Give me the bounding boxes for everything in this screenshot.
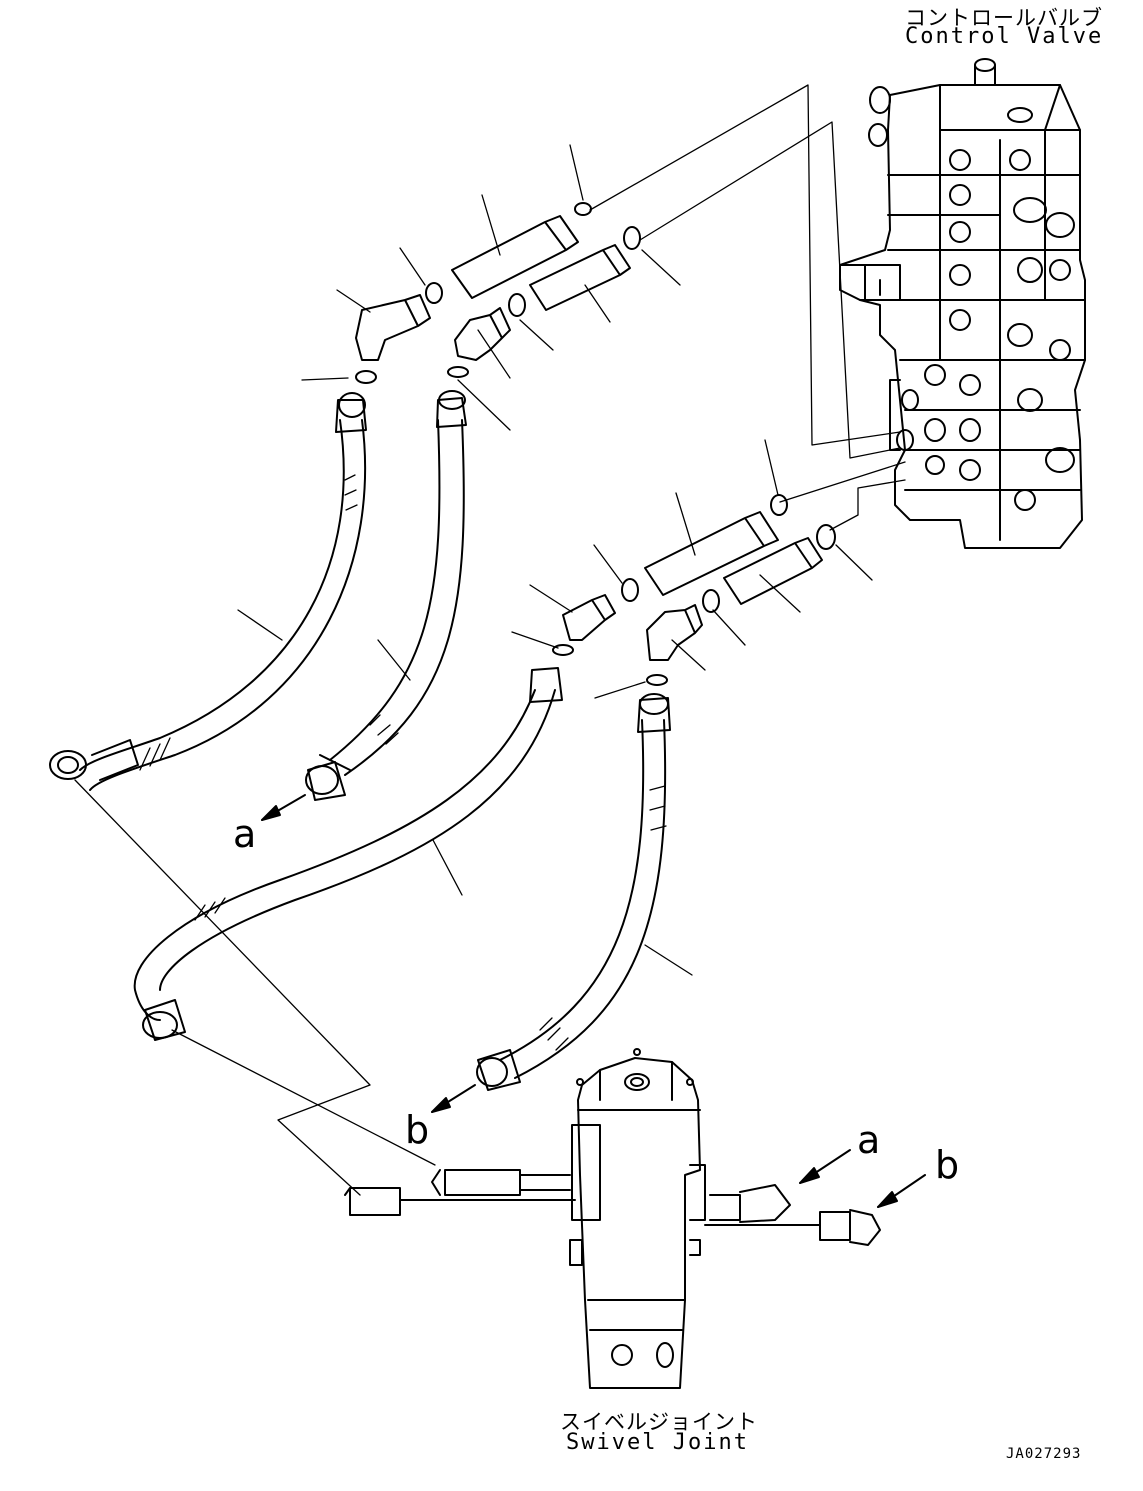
extension-pipe bbox=[451, 215, 579, 299]
extension-pipe bbox=[644, 511, 779, 596]
routing-lines bbox=[74, 779, 436, 1196]
swivel-joint-label-en: Swivel Joint bbox=[566, 1430, 749, 1455]
o-ring bbox=[702, 589, 720, 613]
connection-ref-a-hose: a bbox=[233, 812, 257, 856]
o-ring bbox=[816, 524, 836, 550]
extension-pipe bbox=[723, 537, 823, 605]
swivel-fittings bbox=[344, 1169, 881, 1246]
elbow-fitting bbox=[646, 604, 703, 661]
o-ring bbox=[770, 494, 788, 516]
o-ring bbox=[508, 293, 526, 317]
elbow-fitting bbox=[454, 307, 511, 361]
hose-1 bbox=[79, 419, 345, 771]
valve-leader-lines bbox=[589, 84, 906, 531]
connection-ref-b-hose: b bbox=[405, 1108, 430, 1152]
control-valve bbox=[839, 58, 1086, 549]
o-ring bbox=[623, 226, 641, 250]
connection-arrows bbox=[261, 794, 926, 1208]
control-valve-label-en: Control Valve bbox=[905, 24, 1104, 49]
o-ring bbox=[552, 644, 574, 656]
upper-fittings bbox=[301, 144, 681, 431]
connection-ref-b-swivel: b bbox=[935, 1143, 960, 1187]
hoses bbox=[49, 390, 693, 1091]
swivel-joint bbox=[569, 1048, 706, 1389]
o-ring bbox=[447, 366, 469, 378]
o-ring bbox=[574, 202, 592, 216]
swivel-joint-label-jp: スイベルジョイント bbox=[560, 1410, 758, 1434]
hose-2 bbox=[329, 419, 441, 761]
connection-ref-a-swivel: a bbox=[857, 1118, 881, 1162]
o-ring bbox=[425, 282, 443, 304]
o-ring bbox=[355, 370, 377, 384]
hose-3 bbox=[133, 689, 536, 1021]
drawing-code: JA027293 bbox=[1006, 1446, 1082, 1462]
elbow-fitting bbox=[355, 294, 431, 361]
o-ring bbox=[646, 674, 668, 686]
elbow-fitting bbox=[562, 594, 616, 641]
o-ring bbox=[621, 578, 639, 602]
lower-fittings bbox=[511, 439, 873, 699]
extension-pipe bbox=[529, 244, 631, 311]
hose-4 bbox=[499, 719, 645, 1061]
control-valve-label-jp: コントロールバルブ bbox=[905, 6, 1103, 30]
